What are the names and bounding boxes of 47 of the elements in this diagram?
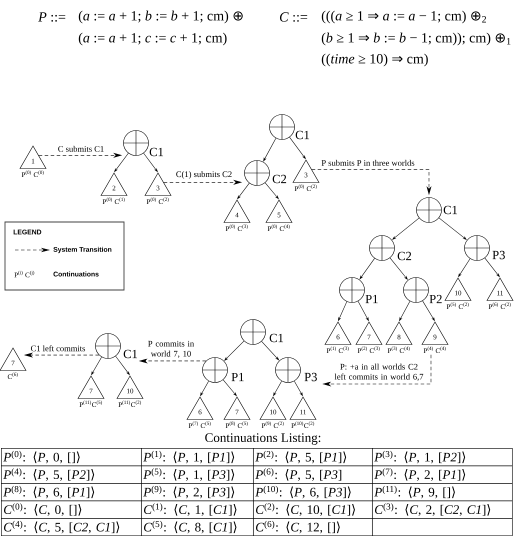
node-label: C1 xyxy=(444,206,458,214)
table-cell: P$^{(3)}$: ⟨P, 1, [P2]⟩ xyxy=(372,448,513,466)
formula-line: (((a ≥ 1 ⇒ a := a − 1; cm) ⊕$_{2}$ xyxy=(322,10,486,24)
node-label: P2 xyxy=(430,294,442,304)
table-cell: C$^{(2)}$: ⟨C, 10, [C1]⟩ xyxy=(253,500,373,519)
table-cell: P$^{(1)}$: ⟨P, 1, [P1]⟩ xyxy=(141,448,254,466)
node-label: C1 xyxy=(124,350,138,358)
node-label: P3 xyxy=(304,372,317,382)
edge-label: C1 left commits xyxy=(30,344,86,352)
edge-label: C submits C1 xyxy=(56,144,106,153)
table-cell: C$^{(0)}$: ⟨C, 0, []⟩ xyxy=(1,500,142,519)
table-cell: P$^{(7)}$: ⟨P, 2, [P1]⟩ xyxy=(372,466,513,484)
node-label: C1 xyxy=(150,148,164,156)
node-label: C1 xyxy=(296,130,310,140)
table-cell: P$^{(11)}$: ⟨P, 9, []⟩ xyxy=(372,483,513,502)
table-cell: P$^{(4)}$: ⟨P, 5, [P2]⟩ xyxy=(1,466,142,484)
table-cell: P$^{(5)}$: ⟨P, 1, [P3]⟩ xyxy=(141,466,254,484)
formula-line: C ::= xyxy=(280,12,308,22)
table-title: Continuations Listing: xyxy=(205,433,320,445)
table-cell: P$^{(10)}$: ⟨P, 6, [P3]⟩ xyxy=(253,483,373,502)
node-label: P1 xyxy=(366,294,378,304)
edge-label: P: +a in all worlds C2 left commits in world 6,7 xyxy=(329,362,429,382)
table-cell: P$^{(0)}$: ⟨P, 0, []⟩ xyxy=(1,448,142,466)
formula-line: ((time ≥ 10) ⇒ cm) xyxy=(322,54,428,66)
arrow xyxy=(224,340,244,361)
formula-line: (b ≥ 1 ⇒ b := b − 1; cm)); cm) ⊕$_{1}$ xyxy=(322,32,510,46)
table-cell: P$^{(2)}$: ⟨P, 5, [P1]⟩ xyxy=(253,448,373,466)
formula-line: (a := a + 1; c := c + 1; cm) xyxy=(78,32,227,46)
node-label: C2 xyxy=(272,174,286,184)
node-label: P3 xyxy=(492,250,505,260)
edge-label: P submits P in three worlds xyxy=(320,158,416,167)
formula-line: (a := a + 1; b := b + 1; cm) ⊕ xyxy=(78,10,243,24)
edge-label: P commits in world 7, 10 xyxy=(144,340,198,359)
node-label: C2 xyxy=(398,252,412,260)
table-cell: P$^{(6)}$: ⟨P, 5, [P3] xyxy=(253,466,373,484)
arrow xyxy=(264,182,279,200)
formula-line: P ::= xyxy=(38,12,66,22)
node-label: P1 xyxy=(232,372,244,382)
table-cell: C$^{(6)}$: ⟨C, 12, []⟩ xyxy=(253,518,373,536)
table-cell: C$^{(1)}$: ⟨C, 1, [C1]⟩ xyxy=(141,500,254,519)
edge-label: C(1) submits C2 xyxy=(174,170,234,180)
table-cell: C$^{(3)}$: ⟨C, 2, [C2, C1]⟩ xyxy=(372,500,513,519)
table-cell: P$^{(8)}$: ⟨P, 6, [P1]⟩ xyxy=(1,483,142,502)
table-cell: C$^{(4)}$: ⟨C, 5, [C2, C1]⟩ xyxy=(1,518,142,536)
table-cell: C$^{(5)}$: ⟨C, 8, [C1]⟩ xyxy=(141,518,254,536)
table-cell: P$^{(9)}$: ⟨P, 2, [P3]⟩ xyxy=(141,483,254,502)
node-label: C1 xyxy=(270,334,284,342)
